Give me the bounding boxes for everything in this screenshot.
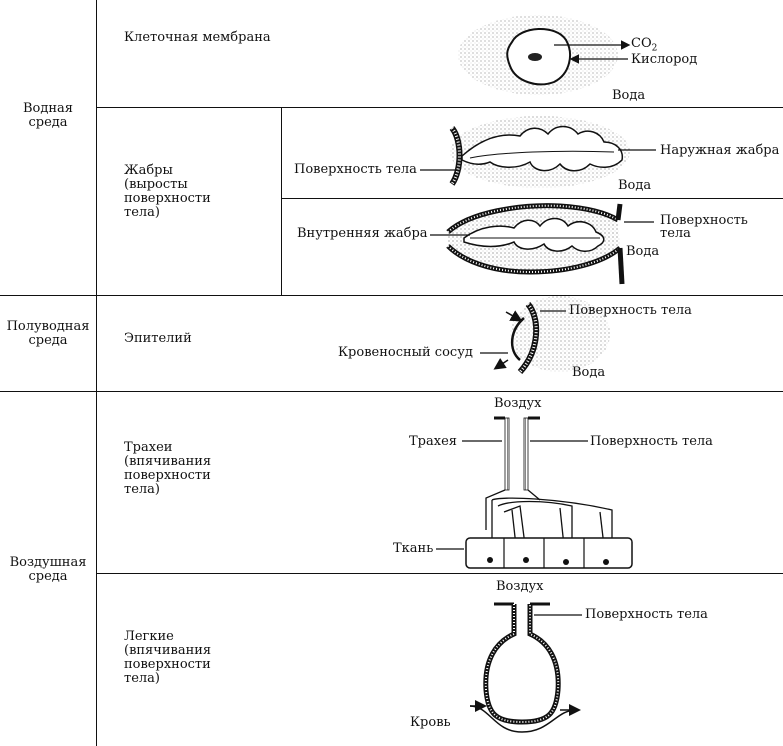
- cell-illustration: [458, 15, 631, 95]
- label-internal-gill: Внутренняя жабра: [297, 226, 428, 241]
- label-body-surface-epi: Поверхность тела: [569, 303, 692, 318]
- row-divider-1: [96, 107, 783, 108]
- organ-trachea-l1: Трахеи: [124, 440, 173, 455]
- organ-trachea-l2: (впячивания: [124, 454, 212, 469]
- lung-illustration: [469, 602, 582, 733]
- label-body-surface-trachea: Поверхность тела: [590, 434, 713, 449]
- organ-gills-l4: тела): [124, 205, 160, 220]
- trachea-illustration: [436, 416, 633, 569]
- organ-cell-membrane: Клеточная мембрана: [124, 30, 271, 45]
- label-tissue: Ткань: [393, 541, 434, 556]
- tissue-block: [465, 537, 633, 569]
- epithelium-layer: [517, 302, 540, 375]
- label-oxygen: Кислород: [631, 52, 698, 67]
- epithelium-illustration: [480, 296, 610, 375]
- label-body-surface-l1: Поверхность: [660, 213, 748, 228]
- label-water-2: Вода: [618, 178, 652, 193]
- lung-sac: [483, 604, 561, 725]
- organ-gills-l2: (выросты: [124, 177, 188, 192]
- label-body-surface-l2: тела: [660, 226, 691, 241]
- external-gill-illustration: [420, 116, 656, 188]
- organ-lungs-l3: поверхности: [124, 657, 211, 672]
- vertical-divider-gills: [281, 108, 282, 296]
- row-divider-4: [96, 573, 783, 574]
- organ-trachea-l3: поверхности: [124, 468, 211, 483]
- label-co2: CO2: [631, 36, 658, 54]
- cell-nucleus: [528, 53, 542, 61]
- vertical-divider-main: [96, 0, 97, 746]
- label-body-surface-gill: Поверхность тела: [294, 162, 417, 177]
- internal-gill-shape: [463, 217, 605, 252]
- label-external-gill: Наружная жабра: [660, 143, 780, 158]
- external-gill-shape: [461, 125, 624, 172]
- label-water-1: Вода: [612, 88, 646, 103]
- organ-epithelium: Эпителий: [124, 331, 192, 346]
- organ-lungs-l2: (впячивания: [124, 643, 212, 658]
- env-semi-aquatic: Полуводная среда: [6, 319, 90, 348]
- organ-lungs-l4: тела): [124, 671, 160, 686]
- internal-gill-illustration: [430, 203, 654, 285]
- label-air-1: Воздух: [494, 396, 542, 411]
- label-blood-vessel: Кровеносный сосуд: [338, 345, 473, 360]
- label-blood: Кровь: [410, 715, 451, 730]
- row-divider-2: [0, 295, 783, 296]
- label-trachea: Трахея: [409, 434, 457, 449]
- env-water: Водная среда: [22, 101, 73, 130]
- organ-gills-l1: Жабры: [124, 163, 173, 178]
- organ-gills-l3: поверхности: [124, 191, 211, 206]
- row-divider-3: [0, 391, 783, 392]
- label-water-4: Вода: [572, 365, 606, 380]
- label-air-2: Воздух: [496, 579, 544, 594]
- env-air: Воздушная среда: [9, 555, 87, 584]
- label-water-3: Вода: [626, 244, 660, 259]
- organ-lungs-l1: Легкие: [124, 629, 174, 644]
- organ-trachea-l4: тела): [124, 482, 160, 497]
- row-divider-gills: [281, 198, 783, 199]
- label-body-surface-lung: Поверхность тела: [585, 607, 708, 622]
